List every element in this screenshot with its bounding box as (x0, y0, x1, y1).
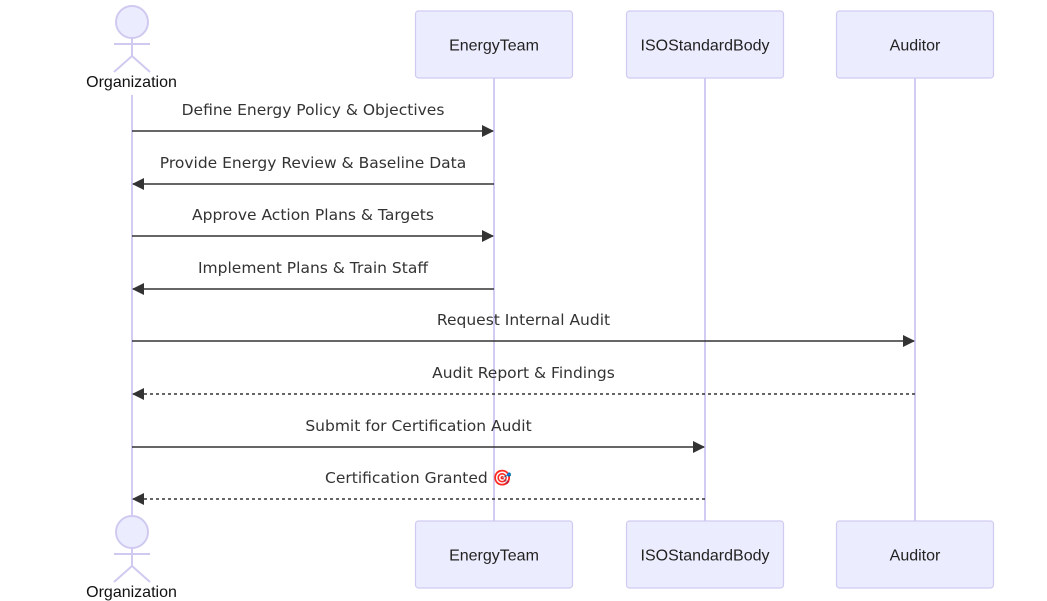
message-label: Implement Plans & Train Staff (198, 259, 428, 277)
participant-label: EnergyTeam (449, 38, 539, 55)
participant-label: ISOStandardBody (641, 38, 770, 55)
actor-leg-icon (113, 565, 133, 583)
message-2[interactable]: Provide Energy Review & Baseline Data (132, 154, 494, 190)
participant-isostandardbody-top[interactable]: ISOStandardBody (625, 10, 785, 79)
message-label: Certification Granted 🎯 (325, 469, 512, 487)
message-label: Request Internal Audit (437, 311, 610, 329)
participant-auditor-bottom[interactable]: Auditor (835, 520, 995, 589)
message-1[interactable]: Define Energy Policy & Objectives (132, 101, 494, 137)
message-label: Approve Action Plans & Targets (192, 206, 434, 224)
actor-label: Organization (86, 584, 177, 601)
participant-label: Auditor (890, 548, 941, 565)
participant-box (414, 520, 574, 589)
actor-organization-bottom[interactable]: Organization (86, 515, 177, 601)
participant-box (835, 10, 995, 79)
actor-head-icon (115, 515, 149, 549)
message-8[interactable]: Certification Granted 🎯 (132, 469, 705, 505)
participant-energyteam-bottom[interactable]: EnergyTeam (414, 520, 574, 589)
actor-leg-icon (131, 565, 151, 583)
message-5[interactable]: Request Internal Audit (132, 311, 915, 347)
participant-box (625, 520, 785, 589)
message-6[interactable]: Audit Report & Findings (132, 364, 915, 400)
message-7[interactable]: Submit for Certification Audit (132, 417, 705, 453)
participant-isostandardbody-bottom[interactable]: ISOStandardBody (625, 520, 785, 589)
participant-label: ISOStandardBody (641, 548, 770, 565)
message-3[interactable]: Approve Action Plans & Targets (132, 206, 494, 242)
message-label: Submit for Certification Audit (305, 417, 531, 435)
participant-box (414, 10, 574, 79)
participant-label: Auditor (890, 38, 941, 55)
message-label: Audit Report & Findings (432, 364, 615, 382)
participant-box (835, 520, 995, 589)
participant-energyteam-top[interactable]: EnergyTeam (414, 10, 574, 79)
actor-label: Organization (86, 74, 177, 91)
message-label: Provide Energy Review & Baseline Data (160, 154, 466, 172)
participant-box (625, 10, 785, 79)
actor-leg-icon (131, 55, 151, 73)
message-label: Define Energy Policy & Objectives (182, 101, 445, 119)
participant-auditor-top[interactable]: Auditor (835, 10, 995, 79)
actor-leg-icon (113, 55, 133, 73)
message-4[interactable]: Implement Plans & Train Staff (132, 259, 494, 295)
actor-head-icon (115, 5, 149, 39)
actor-organization-top[interactable]: Organization (86, 5, 177, 91)
participant-label: EnergyTeam (449, 548, 539, 565)
